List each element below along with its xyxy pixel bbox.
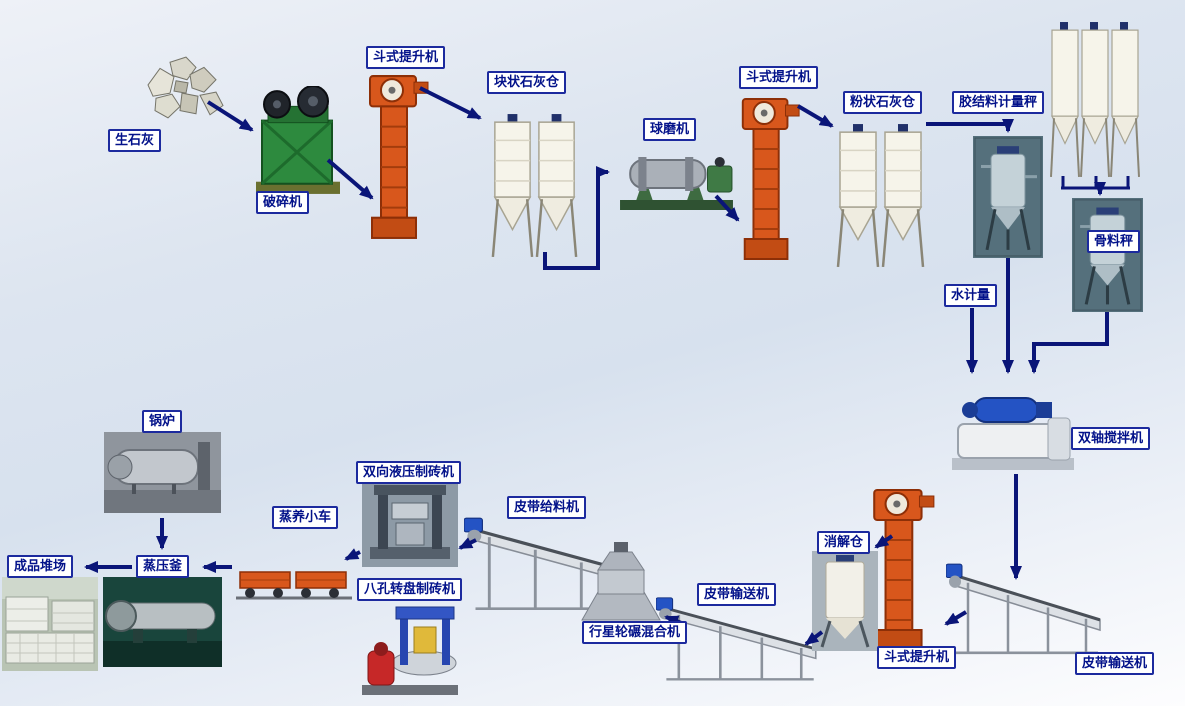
label-finished-product-yard: 成品堆场	[7, 555, 74, 578]
label-powder-lime-silo: 粉状石灰仓	[843, 91, 923, 114]
label-bucket-elevator-1: 斗式提升机	[366, 46, 446, 69]
lump-lime-silo-image	[488, 110, 581, 262]
label-belt-conveyor-right: 皮带输送机	[1075, 652, 1155, 675]
label-bucket-elevator-3: 斗式提升机	[877, 646, 957, 669]
quicklime-rocks-image	[140, 52, 230, 124]
label-water-metering: 水计量	[944, 284, 998, 307]
label-steam-curing-trolley: 蒸养小车	[272, 506, 339, 529]
rotary-brick-machine-image	[358, 601, 462, 701]
steam-curing-trolley-image	[236, 546, 352, 606]
finished-product-yard-image	[2, 577, 98, 671]
jaw-crusher-image	[250, 86, 345, 198]
label-lump-lime-silo: 块状石灰仓	[487, 71, 567, 94]
hydraulic-brick-machine-image	[362, 481, 458, 567]
label-autoclave: 蒸压釜	[136, 555, 190, 578]
belt-conveyor-right-image	[946, 560, 1106, 658]
cement-silos-image	[1048, 20, 1143, 182]
label-digestion-silo: 消解仓	[817, 531, 871, 554]
label-aggregate-scale: 骨料秤	[1087, 230, 1141, 253]
label-binder-metering-scale: 胶结料计量秤	[952, 91, 1045, 114]
bucket-elevator-1-image	[362, 70, 432, 242]
label-hydraulic-brick-machine: 双向液压制砖机	[356, 461, 462, 484]
label-belt-conveyor-mid: 皮带输送机	[697, 583, 777, 606]
label-bucket-elevator-2: 斗式提升机	[739, 66, 819, 89]
label-rotary-brick-machine: 八孔转盘制砖机	[357, 578, 463, 601]
label-double-shaft-mixer: 双轴搅拌机	[1071, 427, 1151, 450]
label-belt-feeder: 皮带给料机	[507, 496, 587, 519]
digestion-silo-image	[812, 551, 878, 651]
boiler-image	[104, 432, 221, 513]
label-crusher: 破碎机	[256, 191, 310, 214]
bucket-elevator-2-image	[735, 93, 803, 263]
label-quicklime: 生石灰	[108, 129, 162, 152]
label-ball-mill: 球磨机	[643, 118, 697, 141]
double-shaft-mixer-image	[948, 384, 1078, 474]
label-boiler: 锅炉	[142, 410, 183, 433]
powder-lime-silo-image	[833, 120, 928, 272]
ball-mill-image	[618, 138, 735, 213]
autoclave-image	[103, 577, 222, 667]
aggregate-scale-image	[1072, 198, 1143, 312]
label-planetary-mixer: 行星轮碾混合机	[582, 621, 688, 644]
binder-metering-scale-image	[973, 136, 1043, 258]
planetary-mixer-image	[572, 540, 670, 622]
